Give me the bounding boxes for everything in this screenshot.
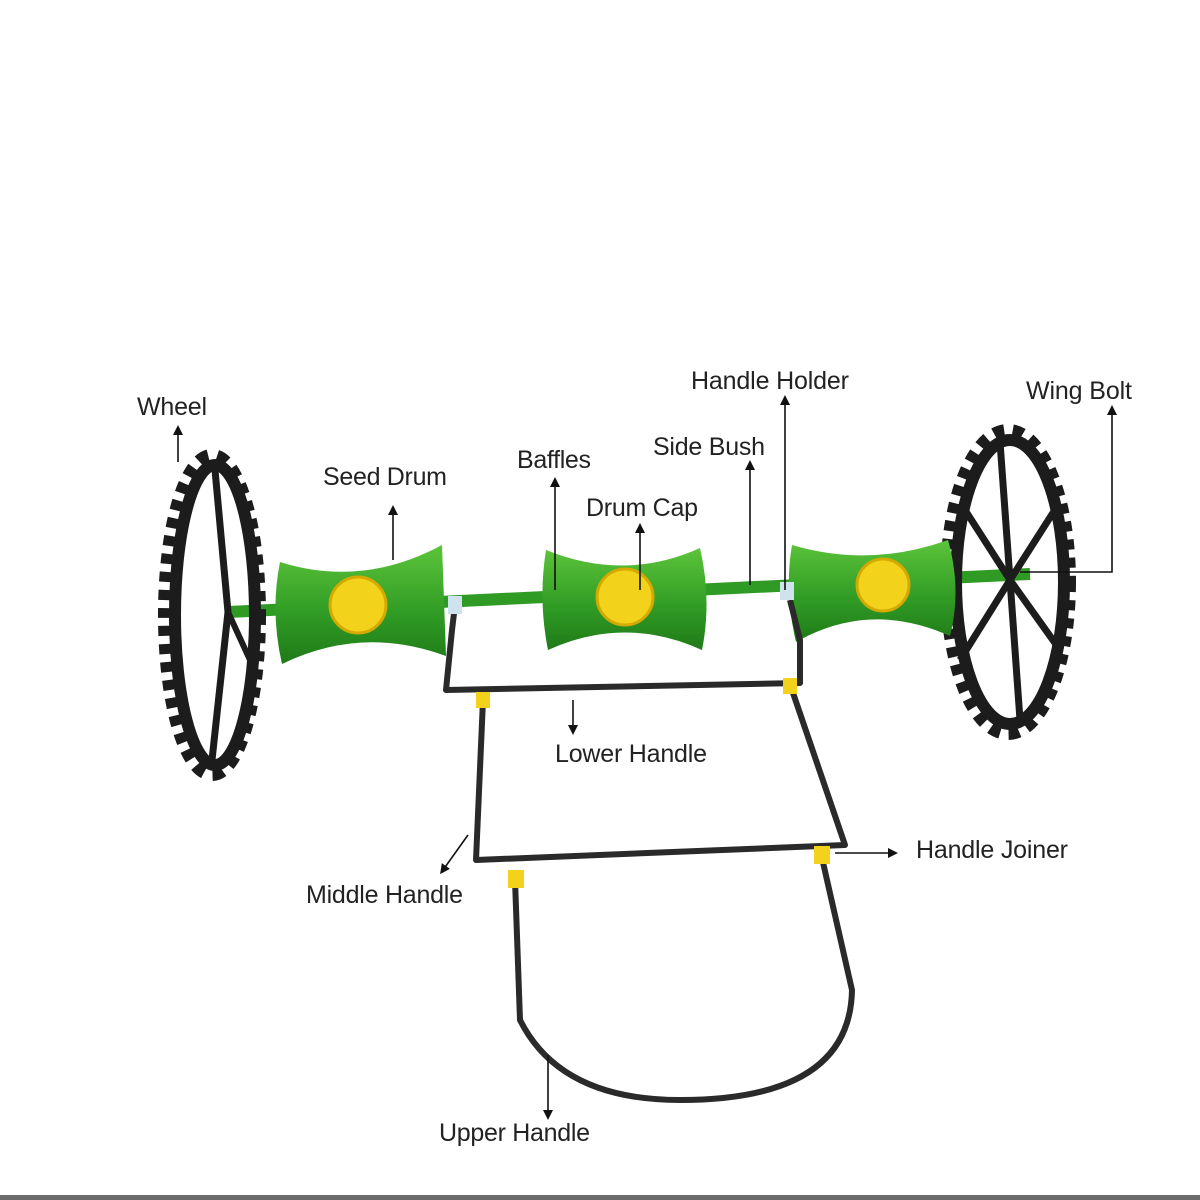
drum-cap-middle: [595, 567, 655, 627]
label-drum-cap: Drum Cap: [586, 494, 698, 522]
upper-handle: [512, 857, 855, 1103]
label-upper-handle: Upper Handle: [439, 1119, 590, 1147]
drum-cap-right: [855, 557, 911, 613]
label-handle-joiner: Handle Joiner: [916, 836, 1068, 864]
label-middle-handle: Middle Handle: [306, 881, 463, 909]
label-handle-holder: Handle Holder: [691, 367, 849, 395]
middle-handle: [473, 689, 848, 863]
label-seed-drum: Seed Drum: [323, 463, 447, 491]
handle-frame: [443, 599, 855, 1103]
label-side-bush: Side Bush: [653, 433, 765, 461]
label-baffles: Baffles: [517, 446, 591, 474]
left-wheel: [158, 449, 266, 781]
drum-cap-left: [328, 575, 388, 635]
callout-arrows: [173, 395, 1117, 1120]
label-lower-handle: Lower Handle: [555, 740, 707, 768]
label-wheel: Wheel: [137, 393, 207, 421]
lower-handle: [443, 599, 803, 693]
label-wing-bolt: Wing Bolt: [1026, 377, 1132, 405]
handle-joiners: [448, 582, 830, 888]
bottom-border: [0, 1195, 1200, 1200]
